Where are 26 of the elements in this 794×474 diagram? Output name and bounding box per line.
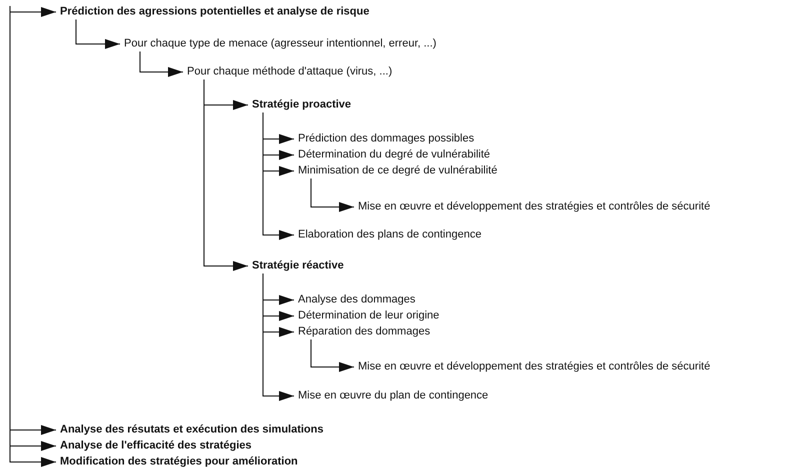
tree-item-text: Analyse des dommages [298,294,416,306]
tree-item-text: Stratégie réactive [252,260,344,272]
tree-item-text: Détermination du degré de vulnérabilité [298,148,490,162]
tree-item-text: Minimisation de ce degré de vulnérabilité [298,164,498,178]
arrow [10,6,56,17]
arrow [76,19,120,49]
tree-item-text: Mise en œuvre et développement des stratégies et contrôles de sécurité [358,200,710,214]
arrow [310,339,354,372]
tree-item-text: Détermination de leur origine [298,310,440,322]
arrow [262,112,294,240]
tree-item-text: Analyse des résutats et exécution des simulations [60,424,324,436]
tree-item-text: Mise en œuvre et développement des stratégies et contrôles de sécurité [358,360,710,374]
arrow [204,79,248,271]
tree-item-text: Pour chaque méthode d'attaque (virus, ...) [187,66,392,78]
tree-item-text: Mise en œuvre du plan de contingence [298,390,488,402]
tree-item-text: Réparation des dommages [298,326,430,338]
tree-item-text: Pour chaque type de menace (agresseur intentionnel, erreur, ...) [124,38,436,50]
tree-item-text: Elaboration des plans de contingence [298,228,482,242]
tree-item-text: Prédiction des dommages possibles [298,132,474,146]
arrow [140,51,184,77]
arrow [310,178,354,212]
tree-item-text: Prédiction des agressions potentielles et analyse de risque [60,6,370,18]
tree-item-text: Analyse de l'efficacité des stratégies [60,440,252,452]
tree-item-text: Stratégie proactive [252,98,352,112]
tree-item-text: Modification des stratégies pour amélioration [60,456,298,468]
arrow [262,273,294,401]
